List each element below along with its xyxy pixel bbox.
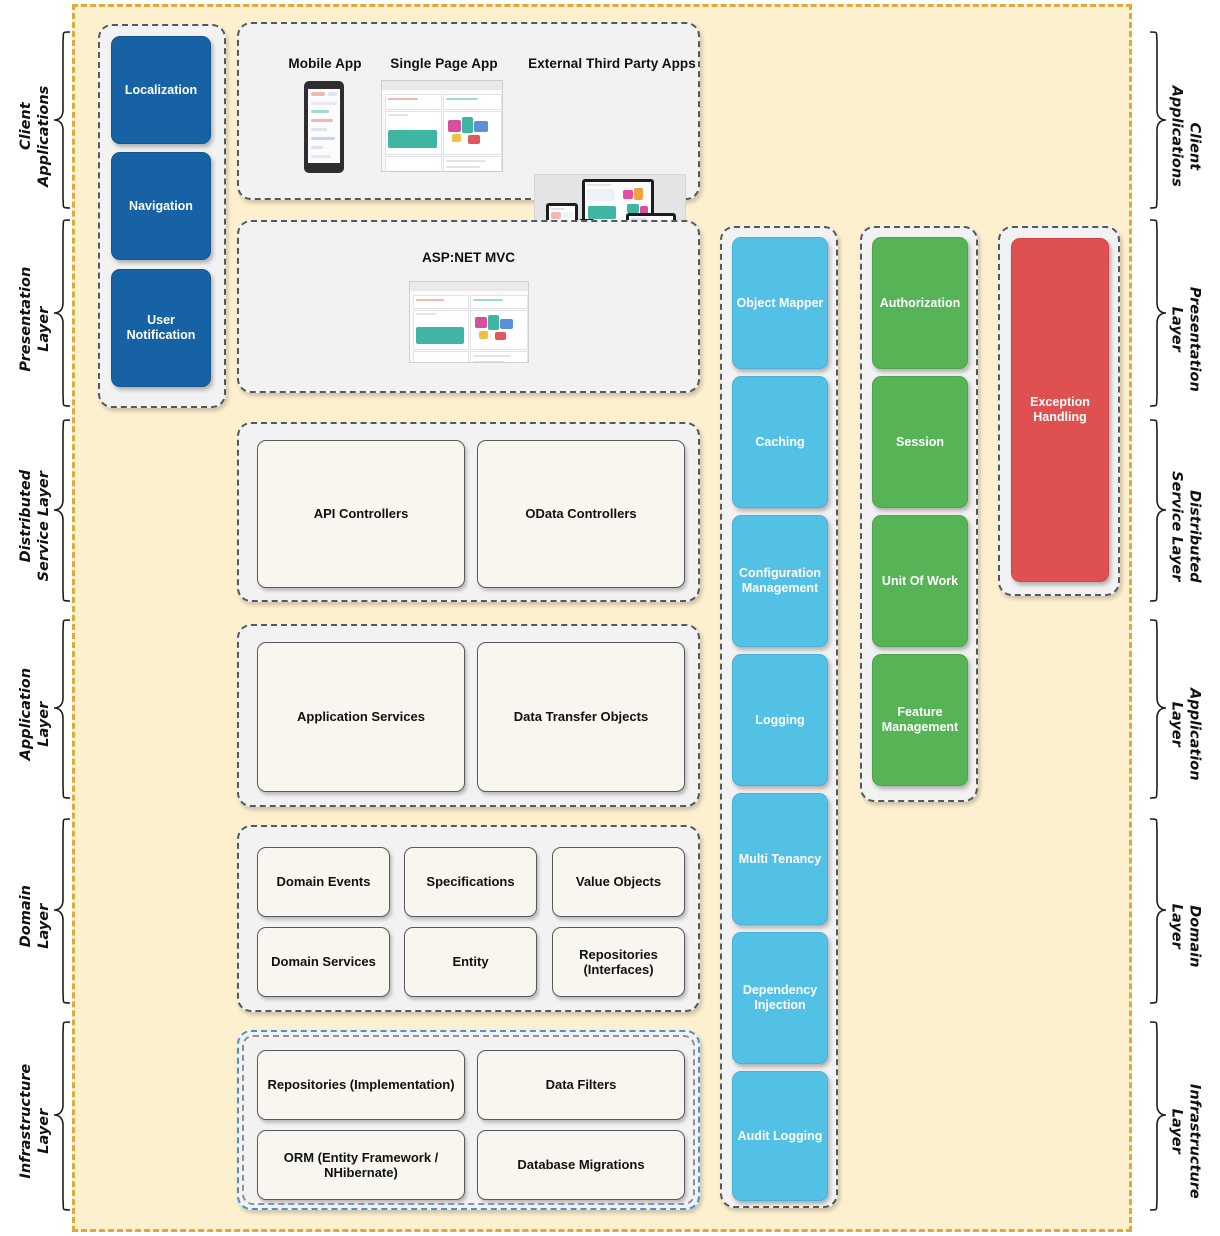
right-brace-infrastructure-layer <box>1148 1020 1168 1212</box>
cyan-card-label: Audit Logging <box>737 1128 823 1143</box>
cyan-card-object-mapper[interactable]: Object Mapper <box>732 237 828 369</box>
right-brace-client-applications <box>1148 30 1168 210</box>
card-label: OData Controllers <box>525 506 637 522</box>
navy-card-localization[interactable]: Localization <box>111 36 211 144</box>
cyan-card-caching[interactable]: Caching <box>732 376 828 508</box>
card-label: Data Filters <box>545 1077 617 1093</box>
red-card-label: Exception Handling <box>1030 395 1090 424</box>
distributed-service-layer-group: API Controllers OData Controllers <box>237 422 700 602</box>
card-label: ORM (Entity Framework / NHibernate) <box>283 1149 439 1180</box>
client-app-caption-single-page-app: Single Page App <box>390 56 498 71</box>
green-card-label: Session <box>896 434 944 449</box>
dsl-card-api-controllers[interactable]: API Controllers <box>257 440 465 588</box>
cross-cutting-green-group: Authorization Session Unit Of Work Featu… <box>860 226 978 802</box>
card-label: Data Transfer Objects <box>513 709 649 725</box>
navy-card-label: Localization <box>124 82 198 97</box>
infra-card-database-migrations[interactable]: Database Migrations <box>477 1130 685 1200</box>
navy-card-label: Navigation <box>129 198 193 213</box>
cyan-card-label: Logging <box>755 712 805 727</box>
domain-card-repositories-interfaces[interactable]: Repositories (Interfaces) <box>552 927 685 997</box>
browser-mockup-icon <box>381 80 503 172</box>
card-label: Application Services <box>297 709 425 725</box>
card-label: Repositories (Implementation) <box>267 1077 455 1093</box>
aspnet-mvc-title: ASP:NET MVC <box>421 250 515 265</box>
left-brace-client-applications <box>52 30 72 210</box>
domain-card-specifications[interactable]: Specifications <box>404 847 537 917</box>
cross-cutting-navy-group: Localization Navigation User Notificatio… <box>98 24 226 408</box>
green-card-authorization[interactable]: Authorization <box>872 237 968 369</box>
client-app-caption-external-third-party-apps: External Third Party Apps <box>528 56 696 71</box>
left-brace-domain-layer <box>52 817 72 1005</box>
right-brace-application-layer <box>1148 618 1168 800</box>
cross-cutting-cyan-group: Object Mapper Caching Configuration Mana… <box>720 226 838 1208</box>
left-brace-presentation-layer <box>52 218 72 408</box>
domain-card-domain-events[interactable]: Domain Events <box>257 847 390 917</box>
cyan-card-label: Object Mapper <box>736 295 824 310</box>
left-brace-distributed-service-layer <box>52 418 72 603</box>
cyan-card-audit-logging[interactable]: Audit Logging <box>732 1071 828 1201</box>
infra-card-data-filters[interactable]: Data Filters <box>477 1050 685 1120</box>
client-applications-group: Mobile App Single Page App <box>237 22 700 260</box>
green-card-label: Authorization <box>879 295 961 310</box>
red-card-exception-handling[interactable]: Exception Handling <box>1011 238 1109 582</box>
green-card-unit-of-work[interactable]: Unit Of Work <box>872 515 968 647</box>
infra-card-orm[interactable]: ORM (Entity Framework / NHibernate) <box>257 1130 465 1200</box>
cross-cutting-red-group: Exception Handling <box>998 226 1120 596</box>
right-brace-distributed-service-layer <box>1148 418 1168 603</box>
app-card-application-services[interactable]: Application Services <box>257 642 465 792</box>
domain-layer-group: Domain Events Specifications Value Objec… <box>237 825 700 1012</box>
infrastructure-layer-group: Repositories (Implementation) Data Filte… <box>237 1030 700 1210</box>
app-card-data-transfer-objects[interactable]: Data Transfer Objects <box>477 642 685 792</box>
card-label: Entity <box>452 954 489 970</box>
infra-card-repositories-implementation[interactable]: Repositories (Implementation) <box>257 1050 465 1120</box>
domain-card-entity[interactable]: Entity <box>404 927 537 997</box>
card-label: Value Objects <box>575 874 662 890</box>
card-label: API Controllers <box>313 506 409 522</box>
green-card-session[interactable]: Session <box>872 376 968 508</box>
dsl-card-odata-controllers[interactable]: OData Controllers <box>477 440 685 588</box>
cyan-card-label: Dependency Injection <box>742 983 818 1012</box>
cyan-card-dependency-injection[interactable]: Dependency Injection <box>732 932 828 1064</box>
card-label: Specifications <box>426 874 515 890</box>
card-label: Repositories (Interfaces) <box>579 946 658 977</box>
domain-card-domain-services[interactable]: Domain Services <box>257 927 390 997</box>
left-brace-infrastructure-layer <box>52 1020 72 1212</box>
cyan-card-multi-tenancy[interactable]: Multi Tenancy <box>732 793 828 925</box>
card-label: Domain Services <box>271 954 376 970</box>
client-app-caption-mobile-app: Mobile App <box>288 56 362 71</box>
application-layer-group: Application Services Data Transfer Objec… <box>237 624 700 807</box>
cyan-card-label: Multi Tenancy <box>738 851 822 866</box>
green-card-feature-management[interactable]: Feature Management <box>872 654 968 786</box>
navy-card-user-notification[interactable]: User Notification <box>111 269 211 387</box>
phone-mockup-icon <box>304 81 344 173</box>
cyan-card-label: Caching <box>755 434 805 449</box>
navy-card-navigation[interactable]: Navigation <box>111 152 211 260</box>
green-card-label: Unit Of Work <box>881 573 959 588</box>
cyan-card-label: Configuration Management <box>739 566 821 595</box>
left-brace-application-layer <box>52 618 72 800</box>
navy-card-label: User Notification <box>126 313 196 342</box>
cyan-card-configuration-management[interactable]: Configuration Management <box>732 515 828 647</box>
card-label: Domain Events <box>276 874 371 890</box>
right-brace-presentation-layer <box>1148 218 1168 408</box>
domain-card-value-objects[interactable]: Value Objects <box>552 847 685 917</box>
green-card-label: Feature Management <box>881 705 959 734</box>
presentation-layer-group: ASP:NET MVC <box>237 220 700 393</box>
cyan-card-logging[interactable]: Logging <box>732 654 828 786</box>
card-label: Database Migrations <box>517 1157 645 1173</box>
browser-mockup-icon <box>409 281 529 363</box>
right-brace-domain-layer <box>1148 817 1168 1005</box>
